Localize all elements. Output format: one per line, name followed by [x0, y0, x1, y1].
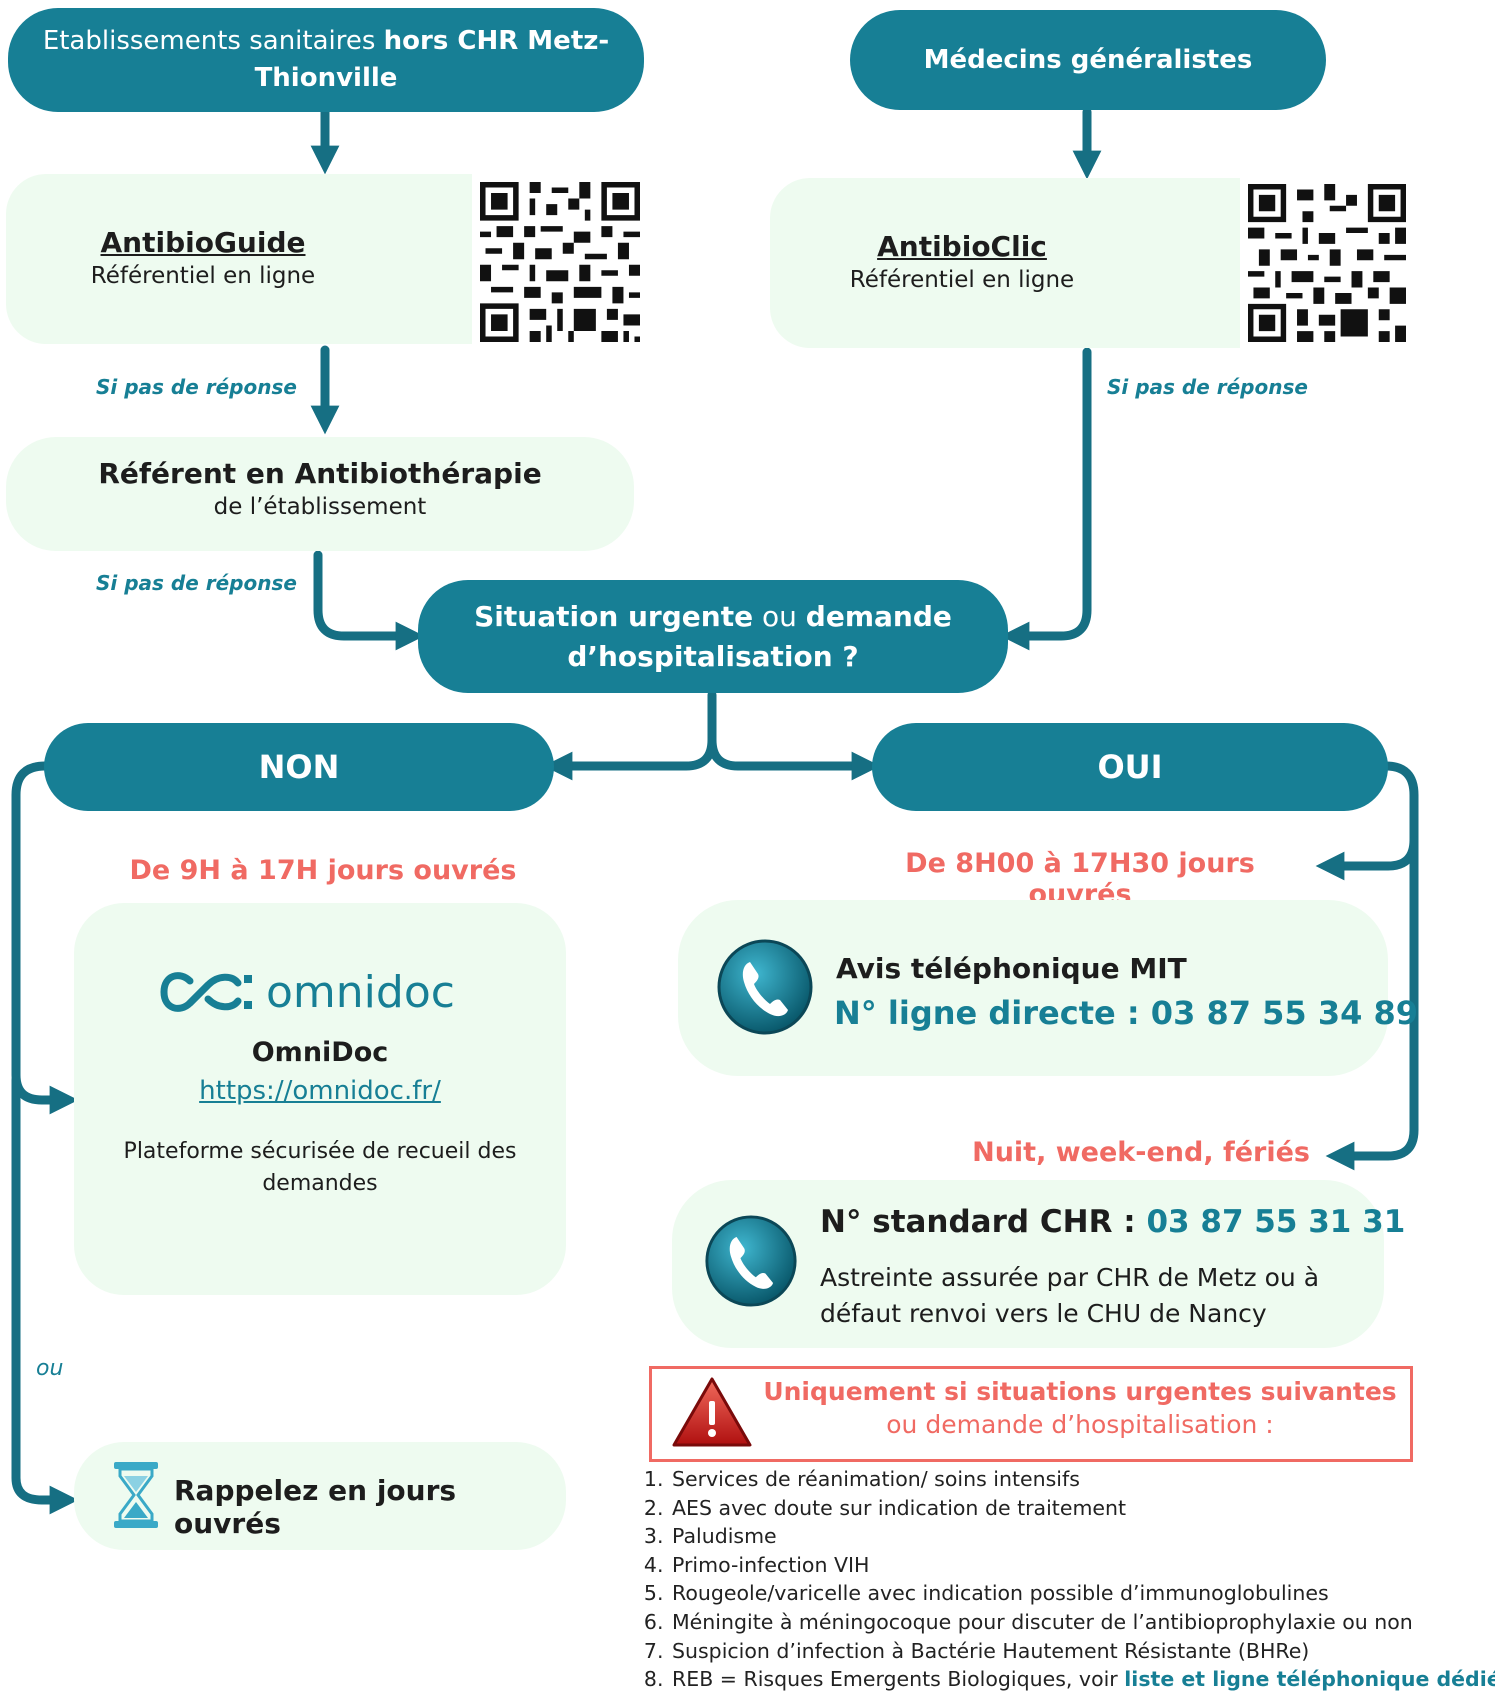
- no-response-label-1: Si pas de réponse: [96, 375, 297, 399]
- question-part2: ou: [753, 599, 806, 633]
- omnidoc-logo: omnidoc: [160, 963, 490, 1021]
- non-pill: NON: [44, 723, 554, 811]
- avis-line-label: N° ligne directe :: [834, 994, 1151, 1032]
- antibioguide-subtitle: Référentiel en ligne: [90, 263, 316, 289]
- standard-number[interactable]: 03 87 55 31 31: [1146, 1204, 1406, 1240]
- antibioguide-qr-code[interactable]: [480, 182, 640, 342]
- rappel-box: Rappelez en jours ouvrés: [74, 1442, 566, 1550]
- hourglass-icon: [114, 1462, 158, 1528]
- oui-night-hours: Nuit, week-end, fériés: [972, 1137, 1310, 1168]
- source-gp-pill: Médecins généralistes: [850, 10, 1326, 110]
- antibioclic-title[interactable]: AntibioClic: [877, 230, 1047, 263]
- oui-label: OUI: [1097, 748, 1163, 786]
- rappel-text: Rappelez en jours ouvrés: [174, 1474, 457, 1540]
- avis-line-number[interactable]: 03 87 55 34 89: [1150, 994, 1419, 1032]
- source-hospitals-text: Etablissements sanitaires: [42, 26, 384, 56]
- omnidoc-title: OmniDoc: [251, 1037, 389, 1068]
- phone-icon: [717, 939, 813, 1035]
- arrow-non-to-rappel: [11, 1075, 79, 1515]
- arrow-question-to-non: [543, 690, 717, 781]
- arrow-question-to-oui: [707, 735, 881, 781]
- omnidoc-logo-text: omnidoc: [266, 966, 455, 1018]
- antibioclic-box: AntibioClic Référentiel en ligne: [770, 178, 1240, 348]
- non-hours: De 9H à 17H jours ouvrés: [129, 855, 517, 886]
- oui-pill: OUI: [872, 723, 1388, 811]
- standard-description: Astreinte assurée par CHR de Metz ou à d…: [820, 1263, 1320, 1328]
- avis-box: Avis téléphonique MIT N° ligne directe :…: [678, 900, 1418, 1076]
- warning-icon: [672, 1377, 752, 1447]
- antibioclic-qr-code[interactable]: [1248, 184, 1406, 342]
- question-line2: d’hospitalisation ?: [567, 639, 859, 673]
- arrow-referent-to-question: [313, 550, 425, 651]
- antibioguide-box: AntibioGuide Référentiel en ligne: [6, 174, 472, 344]
- non-label: NON: [258, 748, 340, 786]
- ou-label: ou: [36, 1356, 64, 1381]
- no-response-label-3: Si pas de réponse: [96, 571, 297, 595]
- source-hospitals-pill: Etablissements sanitaires hors CHR Metz-…: [8, 8, 644, 112]
- list-item: Méningite à méningocoque pour discuter d…: [670, 1608, 1495, 1637]
- no-response-label-2: Si pas de réponse: [1107, 375, 1308, 399]
- list-item: Paludisme: [670, 1522, 1495, 1551]
- omnidoc-url[interactable]: https://omnidoc.fr/: [199, 1076, 441, 1106]
- list-item: Primo-infection VIH: [670, 1551, 1495, 1580]
- standard-box: N° standard CHR : 03 87 55 31 31 Astrein…: [672, 1180, 1405, 1348]
- antibioguide-title[interactable]: AntibioGuide: [100, 226, 306, 259]
- warning-line2: ou demande d’hospitalisation :: [886, 1410, 1274, 1439]
- source-gp-text: Médecins généralistes: [923, 45, 1253, 75]
- referent-subtitle: de l’établissement: [213, 494, 427, 520]
- list-item: Services de réanimation/ soins intensifs: [670, 1465, 1495, 1494]
- list-item: REB = Risques Emergents Biologiques, voi…: [670, 1665, 1495, 1694]
- list-item: Rougeole/varicelle avec indication possi…: [670, 1579, 1495, 1608]
- item8-text: REB = Risques Emergents Biologiques, voi…: [672, 1667, 1125, 1692]
- referent-box: Référent en Antibiothérapie de l’établis…: [6, 437, 634, 551]
- question-part1: Situation urgente: [474, 599, 754, 633]
- question-part3: demande: [805, 599, 952, 633]
- warning-line1: Uniquement si situations urgentes suivan…: [763, 1377, 1397, 1406]
- arrow-non-to-omnidoc: [11, 761, 79, 1115]
- omnidoc-description: Plateforme sécurisée de recueil des dema…: [123, 1139, 517, 1196]
- arrow-antibioclic-to-question: [1000, 347, 1092, 651]
- question-pill: Situation urgente ou demande d’hospitali…: [418, 580, 1008, 693]
- avis-title: Avis téléphonique MIT: [836, 952, 1187, 985]
- list-item: AES avec doute sur indication de traitem…: [670, 1494, 1495, 1523]
- referent-title: Référent en Antibiothérapie: [98, 457, 542, 490]
- reb-link[interactable]: liste et ligne téléphonique dédiée: [1124, 1667, 1495, 1692]
- phone-icon-2: [705, 1215, 797, 1307]
- antibioclic-subtitle: Référentiel en ligne: [849, 267, 1075, 293]
- list-item: Suspicion d’infection à Bactérie Hauteme…: [670, 1637, 1495, 1666]
- omnidoc-box: omnidoc OmniDoc https://omnidoc.fr/ Plat…: [74, 903, 566, 1295]
- source-hospitals-bold: hors CHR Metz-Thionville: [254, 26, 610, 93]
- standard-label: N° standard CHR :: [820, 1204, 1147, 1240]
- warning-box: Uniquement si situations urgentes suivan…: [649, 1366, 1413, 1462]
- urgent-situations-list: Services de réanimation/ soins intensifs…: [648, 1465, 1495, 1694]
- omnidoc-logo-icon: [160, 972, 252, 1012]
